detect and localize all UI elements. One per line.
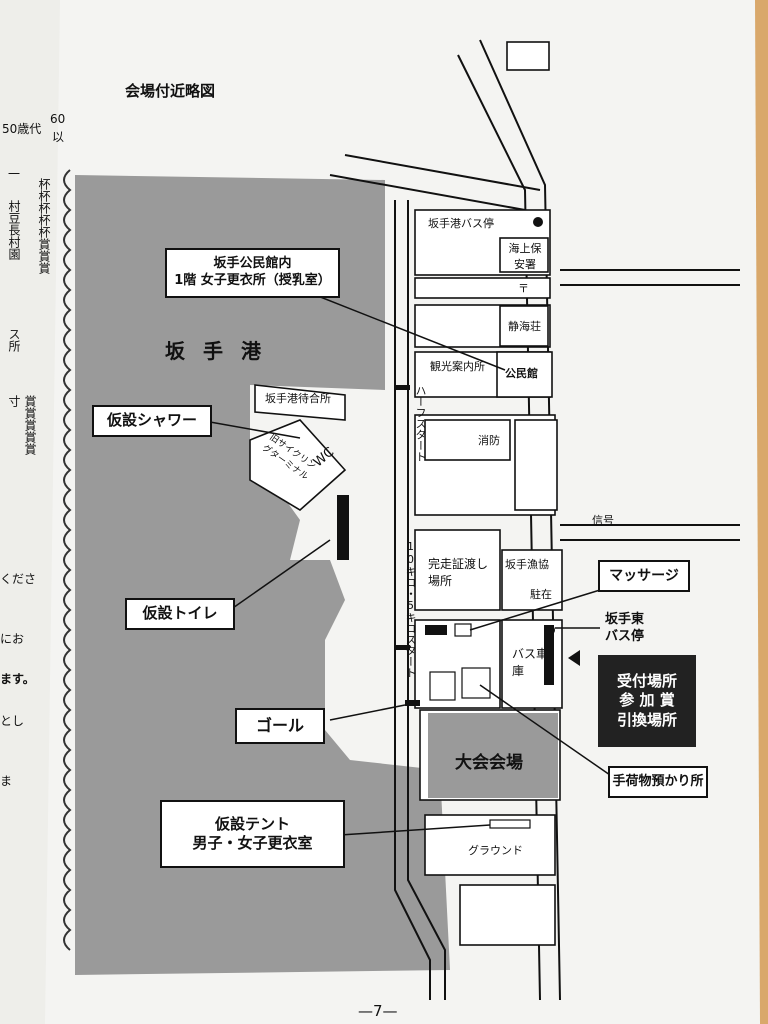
reception-callout: 受付場所 参 加 賞 引換場所 [598, 655, 696, 747]
east-bus-line2: バス停 [605, 628, 645, 644]
harbor-sea [75, 175, 450, 975]
community-hall-callout-line2: 1階 女子更衣所（授乳室） [174, 273, 331, 288]
reception-line2: 参 加 賞 [619, 691, 675, 710]
baggage-tent-a [429, 671, 456, 701]
finish-cert-label: 完走証渡し場所 [428, 557, 489, 588]
left-frag3: ます。 [0, 672, 35, 686]
left-col2: 村豆長村園 [7, 200, 21, 260]
left-age-b2: 以 [52, 130, 65, 144]
port-buildings [249, 384, 347, 511]
roads [329, 39, 740, 1001]
left-dash: 一 [8, 167, 21, 181]
baggage-callout: 手荷物預かり所 [608, 766, 708, 798]
harbor-label: 坂手港 [165, 339, 279, 363]
reception-line3: 引換場所 [616, 710, 677, 729]
ground-label: グラウンド [468, 844, 523, 857]
left-frag2: にお [0, 632, 25, 646]
signal-label: 信号 [592, 514, 614, 527]
markers [337, 217, 555, 706]
bus-stop-label: 坂手港バス停 [428, 217, 494, 230]
toilet-callout: 仮設トイレ [125, 598, 235, 630]
half-start-label: ハーフスタート [414, 385, 427, 462]
page-number: —7— [358, 1002, 398, 1020]
venue-label: 大会会場 [455, 753, 523, 773]
left-frag1: くださ [0, 572, 37, 586]
left-col3: ス所 [7, 328, 21, 352]
venue-shade [428, 713, 558, 798]
map-title: 会場付近略図 [125, 82, 216, 100]
left-age-b: 60 [50, 112, 66, 126]
left-col5: 賞賞賞賞賞 [23, 395, 37, 455]
fire-dept-label: 消防 [478, 434, 500, 447]
police-box-label: 駐在 [530, 588, 552, 601]
left-age-a: 50歳代 [2, 122, 42, 136]
tent-callout-line2: 男子・女子更衣室 [192, 834, 313, 852]
tent-callout-line1: 仮設テント [214, 814, 290, 833]
massage-tent [454, 623, 472, 637]
community-hall-label: 公民館 [505, 367, 538, 380]
left-frag5: ま [0, 774, 13, 788]
reception-arrow [568, 650, 580, 666]
tourist-info-label: 観光案内所 [430, 360, 485, 373]
east-bus-line1: 坂手東 [605, 612, 645, 627]
tent-marker [489, 819, 531, 829]
bus-garage-label: バス車庫 [512, 647, 549, 678]
coast-guard-label: 海上保安署 [508, 242, 542, 271]
baggage-tent-b [461, 667, 491, 699]
left-frag4: とし [0, 714, 25, 728]
tent-callout: 仮設テント 男子・女子更衣室 [160, 800, 345, 868]
ten-five-start-label: 10キロ・5キロスタート [404, 540, 417, 678]
perforation-edge [63, 169, 72, 951]
fishery-coop-label: 坂手漁協 [505, 558, 549, 571]
post-office-label: 〒 [518, 282, 529, 295]
community-hall-callout-line1: 坂手公民館内 [213, 256, 292, 272]
port-waiting-label: 坂手港待合所 [265, 392, 331, 405]
east-bus-label: 坂手東 バス停 [605, 612, 644, 646]
massage-callout: マッサージ [598, 560, 690, 592]
left-col1: 杯杯杯杯杯賞賞賞 [37, 178, 51, 274]
shikaiso-label: 静海荘 [508, 320, 541, 333]
goal-callout: ゴール [235, 708, 325, 744]
shower-callout: 仮設シャワー [92, 405, 212, 437]
callout-lines [209, 284, 611, 836]
left-col4: 寸 [7, 395, 21, 407]
reception-line1: 受付場所 [616, 671, 677, 690]
community-hall-callout: 坂手公民館内 1階 女子更衣所（授乳室） [165, 248, 340, 298]
